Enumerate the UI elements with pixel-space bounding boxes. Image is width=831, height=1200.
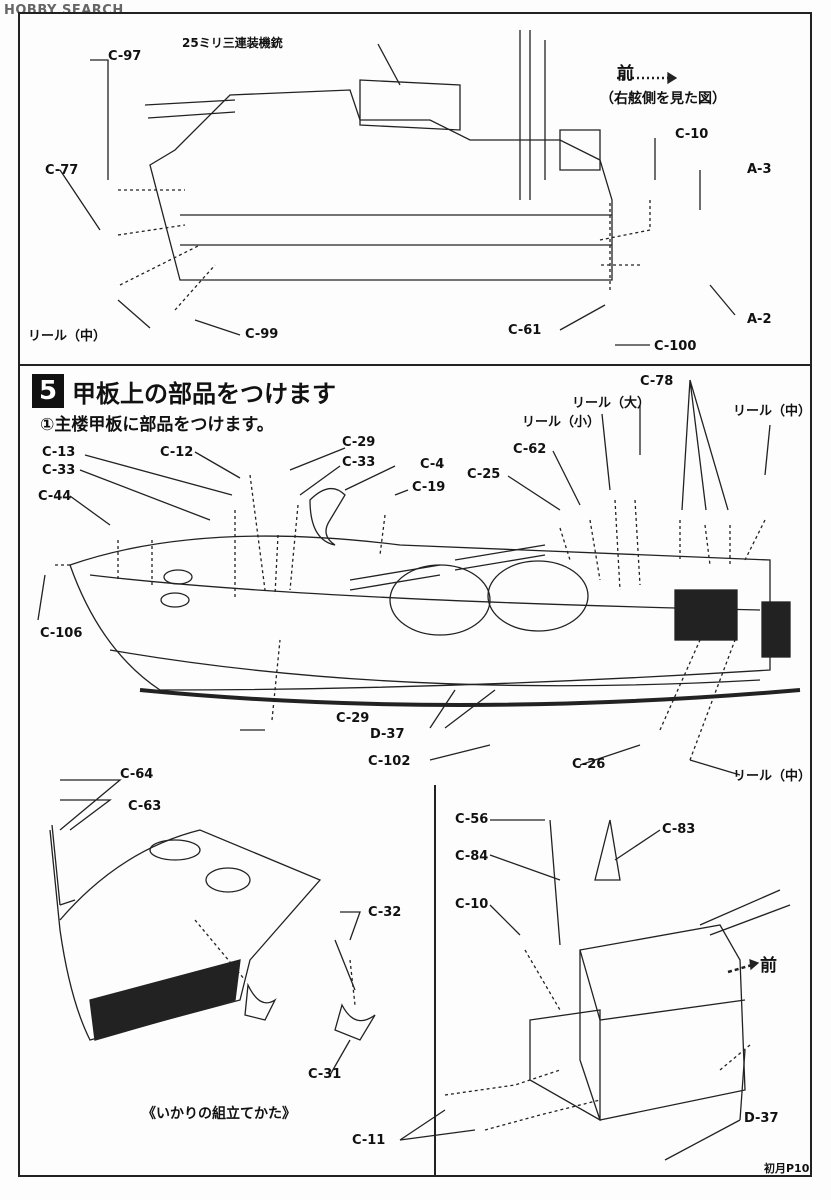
part-label-c10: C-10 xyxy=(675,127,709,142)
part-label-c13: C-13 xyxy=(42,445,76,460)
direction-forward-label: 前 xyxy=(617,64,634,84)
watermark: HOBBY SEARCH xyxy=(4,3,124,18)
part-label-reel-mid-a: リール（中） xyxy=(733,404,812,419)
step-number: 5 xyxy=(32,374,64,408)
part-label-reel-small: リール（小） xyxy=(522,415,601,430)
part-label-c99: C-99 xyxy=(245,327,279,342)
part-label-c97: C-97 xyxy=(108,49,142,64)
part-label-c102: C-102 xyxy=(368,754,411,769)
part-label-c106: C-106 xyxy=(40,626,83,641)
part-label-c62: C-62 xyxy=(513,442,547,457)
anchor-assembly-caption: 《いかりの組立てかた》 xyxy=(142,1106,296,1122)
part-label-c64: C-64 xyxy=(120,767,154,782)
aa-gun-label: 25ミリ三連装機銃 xyxy=(182,36,283,50)
page-frame xyxy=(18,12,812,1177)
step-title: 甲板上の部品をつけます xyxy=(72,380,336,408)
part-label-c33-left: C-33 xyxy=(42,463,76,478)
part-label-c31: C-31 xyxy=(308,1067,342,1082)
part-label-c44: C-44 xyxy=(38,489,72,504)
part-label-c77: C-77 xyxy=(45,163,79,178)
part-label-reel-large: リール（大） xyxy=(572,396,651,411)
part-label-c78: C-78 xyxy=(640,374,674,389)
part-label-c56: C-56 xyxy=(455,812,489,827)
part-label-c83: C-83 xyxy=(662,822,696,837)
part-label-c63: C-63 xyxy=(128,799,162,814)
part-label-c100: C-100 xyxy=(654,339,697,354)
part-label-d37: D-37 xyxy=(370,727,405,742)
part-label-c10-bottom: C-10 xyxy=(455,897,489,912)
section-divider xyxy=(18,364,812,366)
part-label-c84: C-84 xyxy=(455,849,489,864)
part-label-c4: C-4 xyxy=(420,457,445,472)
page-number: 初月P10 xyxy=(764,1162,810,1175)
step-subtitle: ①主楼甲板に部品をつけます。 xyxy=(40,415,274,435)
direction-forward-label-2: 前 xyxy=(760,956,777,976)
part-label-c26: C-26 xyxy=(572,757,606,772)
bottom-divider xyxy=(434,785,436,1177)
part-label-c32: C-32 xyxy=(368,905,402,920)
part-label-a3: A-3 xyxy=(747,162,772,177)
part-label-c25: C-25 xyxy=(467,467,501,482)
part-label-c33-top: C-33 xyxy=(342,455,376,470)
part-label-d37-bottom: D-37 xyxy=(744,1111,779,1126)
part-label-c11: C-11 xyxy=(352,1133,386,1148)
part-label-reel-mid-b: リール（中） xyxy=(733,769,812,784)
part-label-a2: A-2 xyxy=(747,312,772,327)
part-label-c29-top: C-29 xyxy=(342,435,376,450)
part-label-reel-mid: リール（中） xyxy=(28,329,107,344)
part-label-c12: C-12 xyxy=(160,445,194,460)
part-label-c61: C-61 xyxy=(508,323,542,338)
view-note: （右舷側を見た図） xyxy=(600,91,726,107)
part-label-c29-bottom: C-29 xyxy=(336,711,370,726)
part-label-c19: C-19 xyxy=(412,480,446,495)
